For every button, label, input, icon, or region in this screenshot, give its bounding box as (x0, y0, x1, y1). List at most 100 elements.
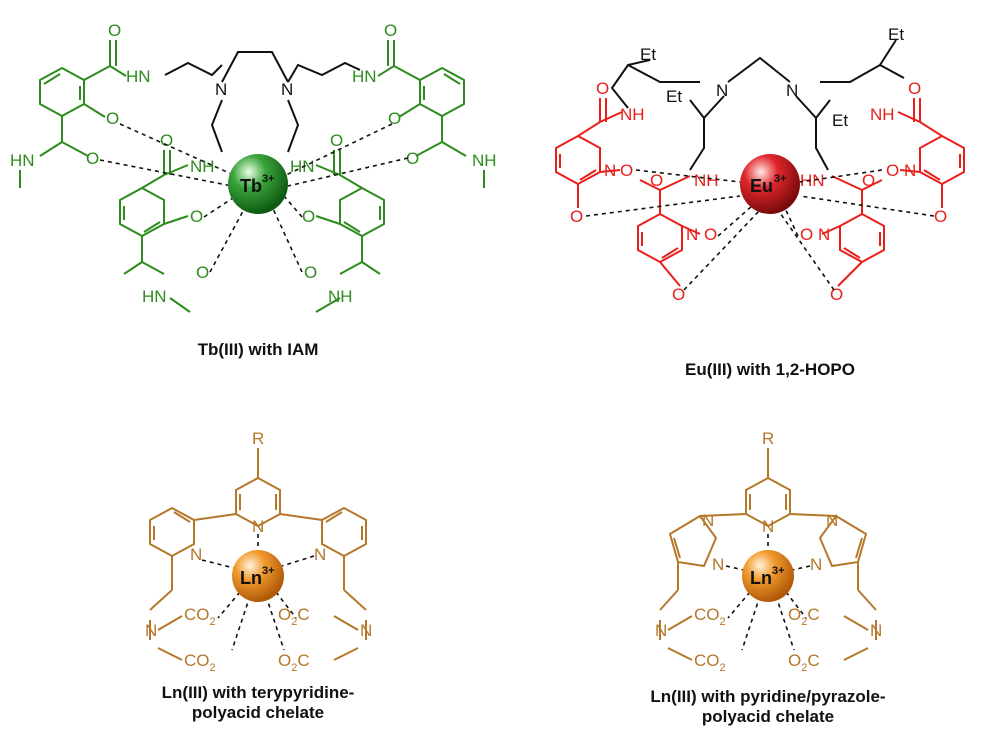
tb-o-1: O (108, 21, 121, 40)
terpy-labels: R N N N N N CO2 CO2 O2C O2C (145, 429, 372, 674)
eu-o-11: O (672, 285, 685, 304)
pyrazole-n-amine-left: N (655, 621, 667, 640)
terpy-metal-charge: 3+ (262, 565, 275, 577)
tb-metal-sphere (228, 154, 288, 214)
pyrazole-n-left-2: N (712, 555, 724, 574)
terpy-n-amine-right: N (360, 621, 372, 640)
terpy-o2c-2: O2C (278, 651, 310, 674)
eu-n-1: N (716, 81, 728, 100)
tb-o-2: O (384, 21, 397, 40)
pyrazole-n-left-1: N (702, 511, 714, 530)
eu-hopo-ligand (555, 98, 965, 287)
pyrazole-n-amine-right: N (870, 621, 882, 640)
eu-o-9: O (704, 225, 717, 244)
eu-coordination-bonds (585, 169, 935, 291)
eu-metal-charge: 3+ (774, 173, 787, 185)
eu-metal-sphere (740, 154, 800, 214)
tb-o-4: O (388, 109, 401, 128)
pyrazole-o2c-2: O2C (788, 651, 820, 674)
tb-coordination-bonds (99, 123, 409, 273)
pyrazole-n-right-2: N (810, 555, 822, 574)
eu-n-4: N (904, 161, 916, 180)
eu-nh-1: NH (620, 105, 645, 124)
terpy-n-center: N (252, 517, 264, 536)
pyrazole-labels: R N N N N N N N CO2 CO2 O2C O2C (655, 429, 882, 674)
terpy-co2-2: CO2 (184, 651, 216, 674)
eu-backbone (610, 39, 905, 171)
terpy-n-right: N (314, 545, 326, 564)
eu-et-3: Et (666, 87, 682, 106)
tb-labels: O O HN HN O O HN NH O O O O NH HN O O O … (10, 21, 497, 306)
pyrazole-caption-line-1: Ln(III) with pyridine/pyrazole- (650, 687, 885, 706)
terpy-n-left: N (190, 545, 202, 564)
tb-metal-symbol: Tb (240, 176, 262, 196)
tb-n-left: N (215, 80, 227, 99)
panel-tb-iam: N N (10, 21, 497, 359)
eu-caption: Eu(III) with 1,2-HOPO (685, 360, 855, 379)
tb-n-right: N (281, 80, 293, 99)
pyrazole-caption-line-2: polyacid chelate (702, 707, 834, 726)
tb-nh-5: NH (328, 287, 353, 306)
tb-o-3: O (106, 109, 119, 128)
eu-n-6: N (818, 225, 830, 244)
pyrazole-n-right-1: N (826, 511, 838, 530)
terpy-ligand (149, 448, 367, 661)
panel-ln-terpy: R N N N N N CO2 CO2 O2C O2C Ln 3+ Ln(III… (145, 429, 372, 722)
eu-et-4: Et (832, 111, 848, 130)
panel-ln-pyrazole: R N N N N N N N CO2 CO2 O2C O2C Ln 3+ Ln… (650, 429, 885, 726)
tb-hn-1: HN (126, 67, 151, 86)
eu-n-3: N (604, 161, 616, 180)
tb-o-8: O (330, 131, 343, 150)
terpy-n-amine-left: N (145, 621, 157, 640)
eu-black-labels: Et Et Et Et N N (640, 25, 904, 130)
terpy-caption-line-1: Ln(III) with terypyridine- (162, 683, 355, 702)
terpy-metal-symbol: Ln (240, 568, 262, 588)
terpy-o2c-1: O2C (278, 605, 310, 628)
tb-o-6: O (406, 149, 419, 168)
eu-n-2: N (786, 81, 798, 100)
eu-o-4: O (886, 161, 899, 180)
tb-metal-charge: 3+ (262, 173, 275, 185)
eu-o-7: O (570, 207, 583, 226)
pyrazole-metal-sphere (742, 550, 794, 602)
eu-hn-3: HN (800, 171, 825, 190)
terpy-coordination-bonds (201, 534, 315, 651)
pyrazole-coordination-bonds (725, 534, 811, 651)
terpy-metal-sphere (232, 550, 284, 602)
eu-n-5: N (686, 225, 698, 244)
tb-nh-3: NH (472, 151, 497, 170)
pyrazole-r: R (762, 429, 774, 448)
pyrazole-metal-charge: 3+ (772, 565, 785, 577)
terpy-co2-1: CO2 (184, 605, 216, 628)
tb-o-10: O (302, 207, 315, 226)
tb-o-12: O (304, 263, 317, 282)
tb-o-11: O (196, 263, 209, 282)
eu-o-10: O (800, 225, 813, 244)
tb-hn-2: HN (352, 67, 377, 86)
eu-o-3: O (620, 161, 633, 180)
eu-o-1: O (596, 79, 609, 98)
eu-et-1: Et (640, 45, 656, 64)
terpy-caption-line-2: polyacid chelate (192, 703, 324, 722)
pyrazole-metal-symbol: Ln (750, 568, 772, 588)
tb-caption: Tb(III) with IAM (198, 340, 319, 359)
pyrazole-co2-1: CO2 (694, 605, 726, 628)
pyrazole-n-center: N (762, 517, 774, 536)
pyrazole-o2c-1: O2C (788, 605, 820, 628)
panel-eu-hopo: Et Et Et Et N N (555, 25, 965, 379)
pyrazole-ligand (659, 448, 877, 661)
eu-metal-symbol: Eu (750, 176, 773, 196)
tb-o-7: O (160, 131, 173, 150)
eu-red-labels: O O NH NH N O O N O O NH HN O O N O O N … (570, 79, 947, 304)
eu-o-6: O (862, 171, 875, 190)
eu-nh-2: NH (870, 105, 895, 124)
tb-backbone (164, 51, 361, 153)
eu-o-8: O (934, 207, 947, 226)
terpy-r: R (252, 429, 264, 448)
eu-nh-3: NH (694, 171, 719, 190)
tb-hn-3: HN (10, 151, 35, 170)
eu-o-2: O (908, 79, 921, 98)
tb-o-9: O (190, 207, 203, 226)
eu-et-2: Et (888, 25, 904, 44)
